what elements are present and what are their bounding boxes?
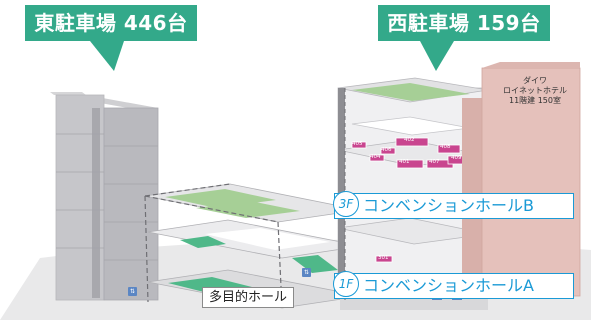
floor-3f-badge: 3F bbox=[333, 191, 359, 217]
room-number: 409 bbox=[451, 155, 462, 161]
room-number: 404 bbox=[370, 154, 381, 160]
room-number: 401 bbox=[399, 159, 410, 165]
east-callout-pointer bbox=[90, 41, 124, 71]
room-number: 402 bbox=[404, 137, 415, 143]
room-number: 406 bbox=[381, 147, 392, 153]
elevator-icon: ⇅ bbox=[128, 287, 137, 296]
convention-hall-a-label: 1F コンベンションホールA bbox=[333, 271, 574, 299]
hotel-label: ダイワ ロイネットホテル 11階建 150室 bbox=[492, 76, 578, 106]
room-number: 407 bbox=[429, 159, 440, 165]
hotel-floors-rooms: 11階建 150室 bbox=[509, 96, 561, 105]
room-number: 405 bbox=[352, 141, 363, 147]
multi-purpose-hall-label: 多目的ホール bbox=[202, 287, 295, 308]
hotel-name-line-1: ダイワ bbox=[523, 76, 547, 85]
hotel-tower bbox=[462, 62, 581, 297]
west-callout-pointer bbox=[420, 41, 454, 71]
convention-hall-b-label: 3F コンベンションホールB bbox=[333, 191, 574, 219]
hall-b-name: コンベンションホールB bbox=[363, 196, 534, 215]
room-number: 301 bbox=[378, 255, 389, 261]
hotel-name-line-2: ロイネットホテル bbox=[503, 86, 567, 95]
hall-a-name: コンベンションホールA bbox=[363, 276, 534, 295]
room-number: 408 bbox=[440, 144, 451, 150]
west-parking-callout: 西駐車場 159台 bbox=[378, 5, 550, 41]
east-parking-tower bbox=[50, 92, 159, 301]
room-blocks bbox=[351, 137, 471, 263]
east-parking-callout: 東駐車場 446台 bbox=[25, 5, 197, 41]
floor-1f-badge: 1F bbox=[333, 271, 359, 297]
elevator-icon: ⇅ bbox=[302, 268, 311, 277]
